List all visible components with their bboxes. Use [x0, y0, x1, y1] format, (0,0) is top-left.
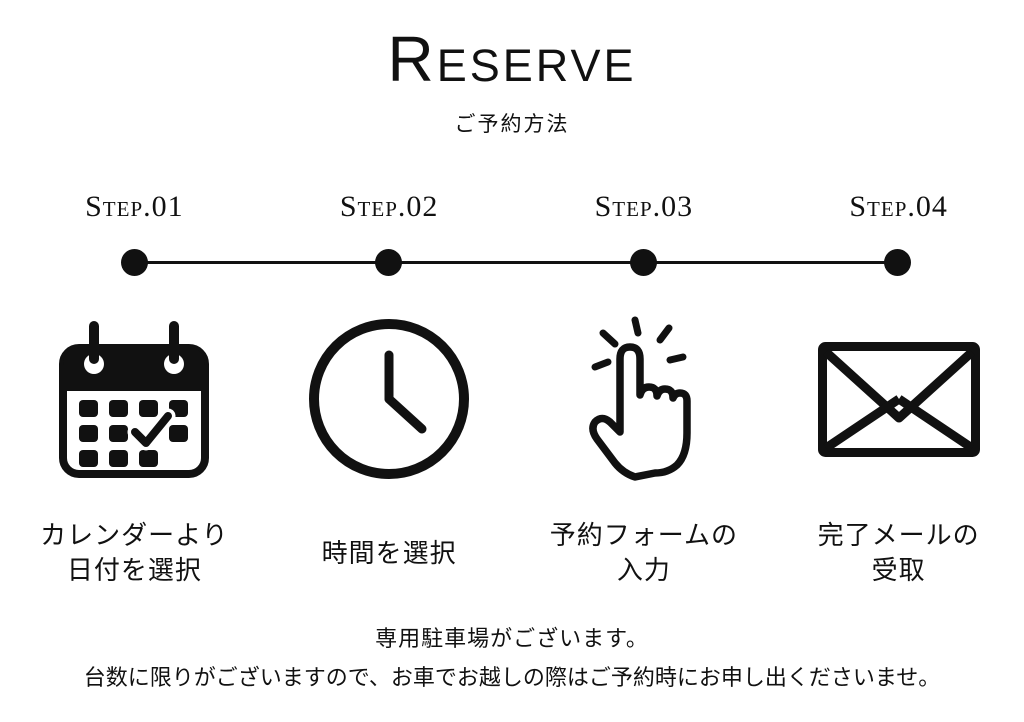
- step-02-caption: 時間を選択: [262, 514, 517, 592]
- timeline-line: [134, 261, 898, 264]
- caption-line: 受取: [871, 555, 926, 585]
- timeline-dot-2: [375, 249, 402, 276]
- caption-line: カレンダーより: [40, 520, 229, 550]
- step-03-label: Step.03: [594, 190, 694, 223]
- footer-note-line2: 台数に限りがございますので、お車でお越しの際はご予約時にお申し出くださいませ。: [83, 665, 941, 690]
- step-02-icon-cell: [262, 314, 517, 484]
- step-01-caption: カレンダーより 日付を選択: [7, 514, 262, 592]
- step-01-label: Step.01: [85, 190, 184, 223]
- step-04-icon-cell: [771, 314, 1024, 484]
- calendar-icon: [59, 321, 210, 478]
- step-03-icon-cell: [517, 314, 772, 484]
- caption-line: 予約フォームの: [549, 520, 738, 550]
- tap-hand-icon: [589, 316, 691, 481]
- envelope-icon: [817, 341, 980, 457]
- timeline-dot-3: [630, 249, 657, 276]
- timeline-dot-1: [121, 249, 148, 276]
- timeline-dot-4: [884, 249, 911, 276]
- icons-row: [7, 314, 1024, 484]
- step-02-label: Step.02: [339, 190, 439, 223]
- step-04-caption: 完了メールの 受取: [771, 514, 1024, 592]
- captions-row: カレンダーより 日付を選択 時間を選択 予約フォームの 入力 完了メールの 受取: [7, 514, 1024, 592]
- step-04-label: Step.04: [849, 190, 948, 223]
- page-title: Reserve: [387, 23, 637, 95]
- step-01-icon-cell: [7, 314, 262, 484]
- footer-note-line1: 専用駐車場がございます。: [375, 626, 649, 651]
- caption-line: 時間を選択: [321, 537, 457, 568]
- page-subtitle: ご予約方法: [454, 113, 570, 136]
- step-labels-row: Step.01 Step.02 Step.03 Step.04: [7, 186, 1024, 228]
- caption-line: 入力: [616, 555, 671, 585]
- step-03-caption: 予約フォームの 入力: [517, 514, 772, 592]
- caption-line: 完了メールの: [817, 520, 980, 550]
- clock-icon: [309, 319, 470, 479]
- caption-line: 日付を選択: [66, 555, 202, 585]
